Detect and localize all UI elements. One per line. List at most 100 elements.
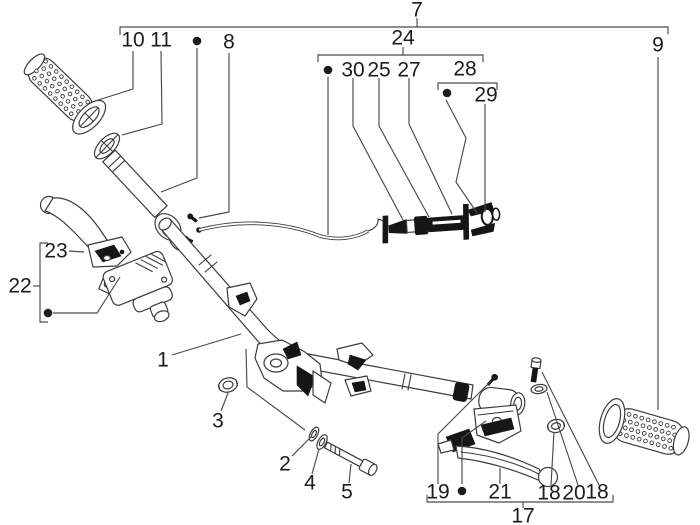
grip-dot xyxy=(633,413,638,419)
leader-10 xyxy=(94,51,134,102)
grip-dot xyxy=(630,435,636,440)
grip-dot xyxy=(80,94,85,100)
bracket-17 xyxy=(426,495,614,503)
grip-dot xyxy=(78,101,83,107)
callout-20: 20 xyxy=(562,482,585,505)
throttle-cable xyxy=(196,218,385,241)
grip-dot xyxy=(32,76,37,81)
grip-dot xyxy=(634,421,640,427)
master-cylinder xyxy=(98,250,173,323)
callout-27: 27 xyxy=(397,59,420,82)
lever-bolt xyxy=(530,357,542,383)
leader-23 xyxy=(68,250,85,253)
callout-21: 21 xyxy=(488,481,511,504)
leader-bullet-lever xyxy=(461,420,487,484)
grip-dot xyxy=(652,419,657,425)
bullet-cable xyxy=(323,65,333,75)
grip-dot xyxy=(649,440,655,446)
grip-dot xyxy=(622,425,628,431)
callout-29: 29 xyxy=(474,84,497,107)
grip-dot xyxy=(658,421,664,426)
grip-dot xyxy=(39,73,44,79)
grip-dot xyxy=(72,96,78,102)
grip-dot xyxy=(51,76,57,82)
grip-dot xyxy=(69,84,75,89)
grip-dot xyxy=(635,429,641,434)
grip-dot xyxy=(49,83,55,89)
callout-3: 3 xyxy=(212,410,224,433)
bracket-22 xyxy=(39,242,48,323)
grip-dot xyxy=(34,68,39,74)
grip-dot xyxy=(65,99,71,104)
grip-dot xyxy=(43,59,48,64)
grip-dot xyxy=(626,412,632,417)
callout-17: 17 xyxy=(511,505,534,525)
leader-8 xyxy=(198,53,230,219)
grip-dot xyxy=(654,434,660,440)
grip-dot xyxy=(646,425,652,430)
grip-dot xyxy=(68,111,74,117)
leader-bullet-adjuster xyxy=(445,99,478,214)
artwork xyxy=(23,53,690,488)
right-brake-lever xyxy=(455,445,559,488)
grip-dot xyxy=(63,106,69,111)
bullet-top-left xyxy=(192,36,202,46)
grip-dot xyxy=(662,444,667,449)
grip-dot xyxy=(624,433,629,438)
leader-11 xyxy=(121,50,163,136)
callout-5: 5 xyxy=(341,481,353,504)
grip-dot xyxy=(668,445,674,451)
leader-2 xyxy=(291,436,312,457)
bullet-lever xyxy=(457,486,467,496)
grip-dot xyxy=(59,74,64,79)
grip-dot xyxy=(655,442,661,447)
grip-dot xyxy=(659,428,665,434)
leader-4 xyxy=(311,448,320,475)
callout-2: 2 xyxy=(279,453,291,476)
grip-dot xyxy=(42,86,48,91)
washer-flat xyxy=(308,426,320,442)
callout-10: 10 xyxy=(121,29,144,52)
callout-22: 22 xyxy=(8,275,31,298)
leader-3 xyxy=(220,392,229,412)
cable-adjuster xyxy=(382,202,501,244)
leader-5 xyxy=(348,463,352,484)
leader-20 xyxy=(546,391,579,486)
bracket-28 xyxy=(437,82,498,90)
grip-dot xyxy=(627,419,633,425)
clamp-nut xyxy=(218,377,239,393)
callout-4: 4 xyxy=(304,472,316,495)
callout-25: 25 xyxy=(367,59,390,82)
bracket-24 xyxy=(317,54,484,62)
leader-bullet-throttle xyxy=(160,48,198,193)
clamp-bolt xyxy=(323,441,378,477)
grip-dot xyxy=(641,431,647,436)
grip-dot xyxy=(653,427,659,432)
callout-18a: 18 xyxy=(537,482,560,505)
washer-spring xyxy=(316,434,328,450)
grip-dot xyxy=(64,79,69,84)
callout-1: 1 xyxy=(157,349,169,372)
grip-dot xyxy=(636,436,642,442)
bullet-adjuster xyxy=(442,88,452,98)
left-grip xyxy=(23,53,107,135)
bracket-7 xyxy=(119,26,669,35)
grip-washer xyxy=(93,132,121,160)
grip-dot xyxy=(62,86,67,92)
grip-dot xyxy=(46,71,52,76)
callout-24: 24 xyxy=(391,27,415,50)
grip-dot xyxy=(629,427,634,433)
leader-bullet-pump xyxy=(53,276,121,314)
grip-dot xyxy=(60,94,65,99)
grip-dot xyxy=(55,88,60,94)
handlebar-clamp xyxy=(226,282,374,404)
throttle-tube xyxy=(102,149,168,218)
callout-18b: 18 xyxy=(585,481,608,504)
leader-19 xyxy=(437,380,492,484)
grip-dot xyxy=(667,438,672,443)
bullet-pump xyxy=(43,308,53,318)
right-grip xyxy=(598,398,690,456)
grip-dot xyxy=(645,417,651,423)
leader-bolt-axis xyxy=(245,348,306,431)
grip-dot xyxy=(44,78,50,84)
